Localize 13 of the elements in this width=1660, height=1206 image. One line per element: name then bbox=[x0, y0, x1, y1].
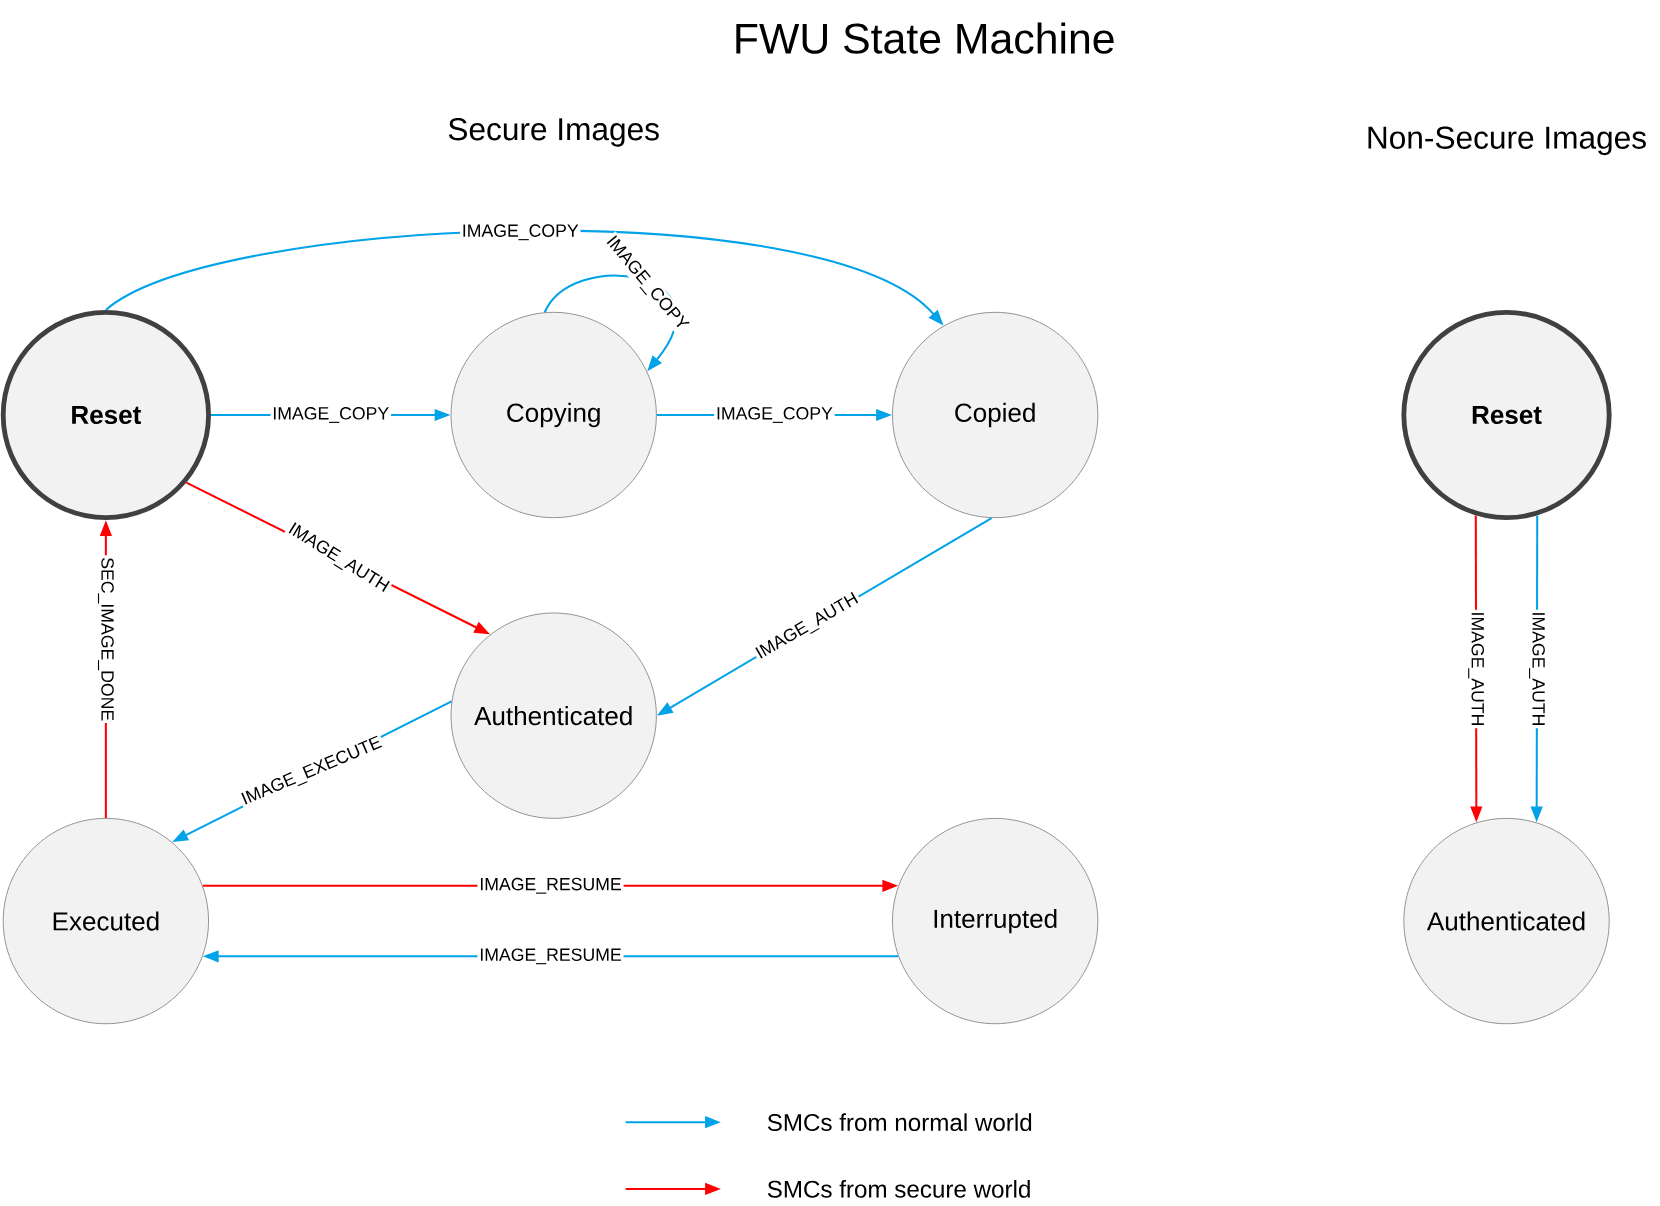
edge-label: IMAGE_RESUME bbox=[477, 946, 624, 967]
edge-label: IMAGE_AUTH bbox=[1527, 609, 1547, 729]
edge-label: SEC_IMAGE_DONE bbox=[96, 555, 116, 724]
section-heading: Non-Secure Images bbox=[1368, 126, 1646, 156]
legend-text: SMCs from normal world bbox=[767, 1113, 1032, 1132]
legend-text: SMCs from secure world bbox=[767, 1180, 1030, 1198]
edge-label: IMAGE_COPY bbox=[714, 405, 835, 425]
edge-label: IMAGE_COPY bbox=[459, 222, 581, 243]
edge-label: IMAGE_COPY bbox=[270, 405, 392, 425]
edge-label: IMAGE_RESUME bbox=[477, 876, 624, 896]
section-heading: Secure Images bbox=[448, 118, 659, 147]
edge-label: IMAGE_AUTH bbox=[1466, 609, 1486, 729]
title: FWU State Machine bbox=[736, 22, 1114, 54]
